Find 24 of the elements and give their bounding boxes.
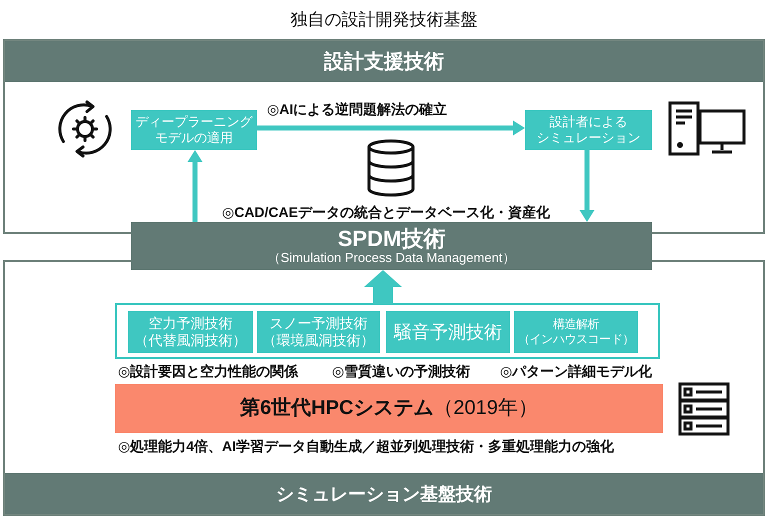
- note-text: ◎CAD/CAEデータの統合とデータベース化・資産化: [222, 204, 550, 220]
- arrow: [580, 150, 594, 222]
- process-box: 空力予測技術（代替風洞技術）: [128, 311, 253, 353]
- note-text: ◎雪質違いの予測技術: [332, 363, 470, 379]
- group-box: [115, 303, 660, 359]
- diagram-title: 独自の設計開発技術基盤: [290, 9, 478, 31]
- process-box: [131, 222, 652, 270]
- note-text: ◎処理能力4倍、AI学習データ自動生成／超並列処理技術・多重処理能力の強化: [118, 438, 614, 454]
- box-title: SPDM技術: [338, 226, 446, 252]
- process-box: 第6世代HPCシステム（2019年）: [115, 384, 663, 433]
- arrow: [257, 120, 525, 136]
- arrow: [188, 150, 202, 222]
- section-heading: シミュレーション基盤技術: [5, 473, 763, 514]
- edge-label: ◎AIによる逆問題解法の確立: [267, 101, 448, 117]
- section-heading: 設計支援技術: [5, 41, 763, 82]
- note-text: ◎設計要因と空力性能の関係: [118, 363, 298, 379]
- box-subtitle: （Simulation Process Data Management）: [268, 251, 516, 266]
- arrow: [364, 270, 402, 303]
- process-box: 騒音予測技術: [386, 311, 510, 353]
- process-box: 設計者によるシミュレーション: [525, 110, 652, 150]
- note-text: ◎パターン詳細モデル化: [500, 363, 652, 379]
- process-box: スノー予測技術（環境風洞技術）: [257, 311, 380, 353]
- process-box: 構造解析（インハウスコード）: [514, 311, 638, 353]
- process-box: ディープラーニングモデルの適用: [131, 110, 257, 150]
